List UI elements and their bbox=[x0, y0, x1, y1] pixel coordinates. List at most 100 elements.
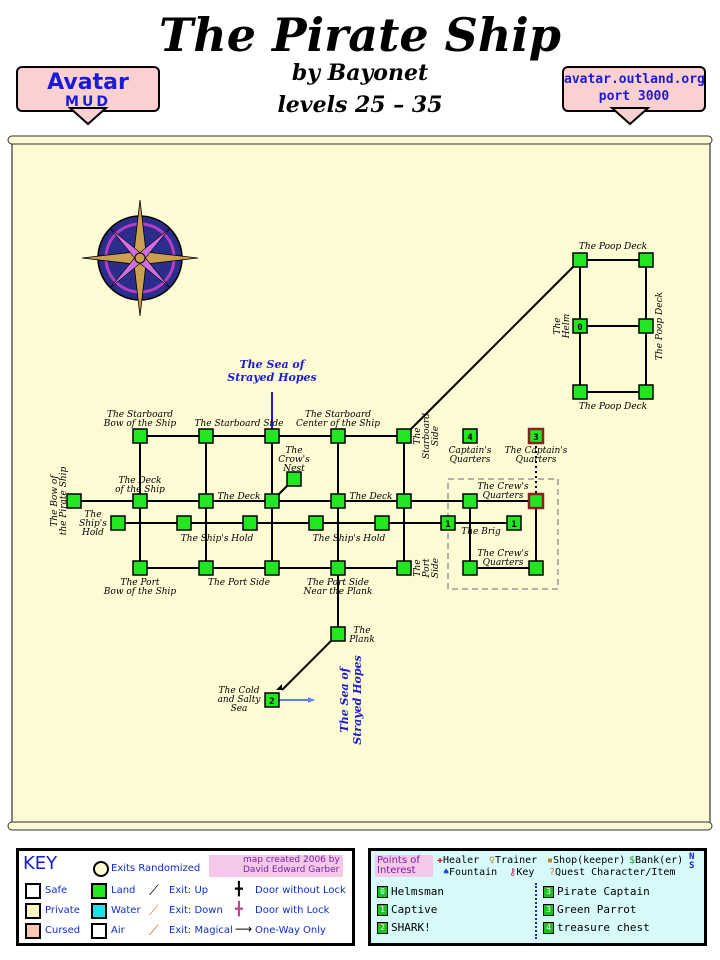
logo-line-2: MUD bbox=[65, 94, 111, 110]
label-starboard-side-vert-3: Side bbox=[431, 426, 441, 446]
legend-fountain-label: Fountain bbox=[449, 867, 498, 878]
map-title: The Pirate Ship bbox=[159, 8, 561, 62]
poi-num-1: 1 bbox=[377, 904, 388, 916]
legend-healer-label: Healer bbox=[443, 855, 480, 866]
poi-title-box bbox=[375, 855, 433, 877]
label-crows-nest-1: The bbox=[285, 446, 302, 456]
one-way-arrow bbox=[276, 684, 282, 690]
room-brig-2 bbox=[506, 515, 522, 531]
label-ships-hold-left-1: The bbox=[84, 510, 101, 520]
poi-num-2: 2 bbox=[377, 922, 388, 934]
num-chest: 4 bbox=[467, 433, 473, 443]
healer-icon: ✚ bbox=[437, 855, 444, 866]
legend-healer: ✚Healer bbox=[437, 855, 479, 866]
label-port-bow-1: The Port bbox=[120, 578, 159, 588]
server-host: avatar.outland.org bbox=[564, 72, 705, 87]
map-connections bbox=[74, 259, 647, 701]
crews-quarters-zone bbox=[447, 478, 559, 590]
label-bow-of-ship-2: the Pirate Ship bbox=[59, 466, 69, 535]
label-port-side-vert-3: Side bbox=[431, 558, 441, 578]
poi-label-shark: SHARK! bbox=[391, 921, 431, 934]
label-bow-of-ship-1: The Bow of bbox=[50, 474, 60, 527]
label-ships-hold-2: The Ship's Hold bbox=[313, 534, 386, 544]
label-ships-hold-left-3: Hold bbox=[81, 528, 104, 538]
label-port-bow-2: Bow of the Ship bbox=[103, 587, 177, 597]
room-captains-quarters bbox=[462, 428, 478, 444]
label-brig: The Brig bbox=[461, 527, 501, 537]
sea-bottom-label-2: Strayed Hopes bbox=[351, 655, 364, 744]
exits-randomized-icon bbox=[93, 861, 109, 877]
label-starboard-side: The Starboard Side bbox=[194, 419, 283, 429]
poi-num-0: 0 bbox=[377, 886, 388, 898]
label-crows-nest-3: Nest bbox=[282, 464, 305, 474]
safe-label: Safe bbox=[45, 885, 68, 896]
poi-num-3b: 3 bbox=[543, 904, 554, 916]
poi-title-2: Interest bbox=[377, 865, 416, 876]
scroll-top-roll bbox=[7, 135, 713, 145]
label-crews-quarters-bottom-2: Quarters bbox=[483, 558, 524, 568]
exits-randomized-label: Exits Randomized bbox=[111, 863, 201, 874]
door-lock-label: Door with Lock bbox=[255, 905, 330, 916]
label-starboard-bow-2: Bow of the Ship bbox=[103, 419, 177, 429]
air-swatch bbox=[91, 923, 107, 939]
label-the-deck-2: The Deck bbox=[349, 492, 392, 502]
banner-right-tail bbox=[609, 107, 651, 126]
legend-bank-label: Bank(er) bbox=[635, 855, 684, 866]
label-crews-quarters-top-1: The Crew's bbox=[477, 482, 529, 492]
num-helm: 0 bbox=[577, 323, 582, 333]
label-poop-deck-bottom: The Poop Deck bbox=[579, 402, 647, 412]
legend-bank: $Bank(er) bbox=[629, 855, 683, 866]
label-cold-sea-3: Sea bbox=[231, 704, 248, 714]
legend-key: ⚷Key bbox=[509, 867, 534, 878]
label-ships-hold-1: The Ship's Hold bbox=[181, 534, 254, 544]
label-port-side-vert-2: Port bbox=[422, 558, 432, 578]
poi-label-green-parrot: Green Parrot bbox=[557, 903, 637, 916]
poi-num-3a: 3 bbox=[543, 886, 554, 898]
points-of-interest: Points of Interest ✚Healer ♀Trainer ▪Sho… bbox=[368, 848, 707, 946]
scroll-bottom-roll bbox=[7, 821, 713, 831]
label-starboard-side-vert-2: Starboard bbox=[422, 413, 432, 459]
legend-shop: ▪Shop(keeper) bbox=[547, 855, 625, 866]
label-helm-1: The bbox=[553, 317, 563, 334]
bank-icon: $ bbox=[629, 855, 636, 866]
legend-trainer-label: Trainer bbox=[495, 855, 538, 866]
one-way-label: One-Way Only bbox=[255, 925, 326, 936]
label-ships-hold-left-2: Ship's bbox=[79, 519, 107, 529]
one-way-icon: ⟶ bbox=[235, 922, 253, 936]
shop-icon: ▪ bbox=[547, 855, 554, 866]
label-port-side-plank-2: Near the Plank bbox=[303, 587, 373, 597]
room-cold-sea bbox=[264, 692, 280, 708]
label-crews-quarters-bottom-1: The Crew's bbox=[477, 549, 529, 559]
quest-icon: ? bbox=[549, 867, 556, 878]
banner-left-tail bbox=[67, 107, 109, 126]
private-swatch bbox=[25, 903, 41, 919]
label-captains-quarters-3-1: The Captain's bbox=[505, 446, 568, 456]
credit-line-1: map created 2006 by bbox=[243, 855, 340, 865]
num-captain: 3 bbox=[533, 433, 538, 443]
logo-line-1: Avatar bbox=[47, 70, 129, 95]
label-plank-1: The bbox=[353, 626, 370, 636]
key-icon: ⚷ bbox=[509, 867, 517, 878]
exit-down-icon: ⟋ bbox=[149, 903, 159, 919]
cursed-swatch bbox=[25, 923, 41, 939]
poi-label-pirate-captain: Pirate Captain bbox=[557, 885, 650, 898]
legend-quest: ?Quest Character/Item bbox=[549, 867, 675, 878]
fountain-icon: ♠ bbox=[443, 867, 450, 878]
author-byline: by Bayonet bbox=[291, 60, 429, 86]
sea-top-label-2: Strayed Hopes bbox=[227, 371, 316, 384]
land-label: Land bbox=[111, 885, 136, 896]
air-label: Air bbox=[111, 925, 125, 936]
private-label: Private bbox=[45, 905, 80, 916]
level-range: levels 25 – 35 bbox=[277, 92, 443, 118]
poi-divider bbox=[535, 883, 539, 939]
label-crews-quarters-top-2: Quarters bbox=[483, 491, 524, 501]
cursed-label: Cursed bbox=[45, 925, 81, 936]
label-captains-quarters-4-1: Captain's bbox=[449, 446, 492, 456]
label-captains-quarters-3-2: Quarters bbox=[516, 455, 557, 465]
